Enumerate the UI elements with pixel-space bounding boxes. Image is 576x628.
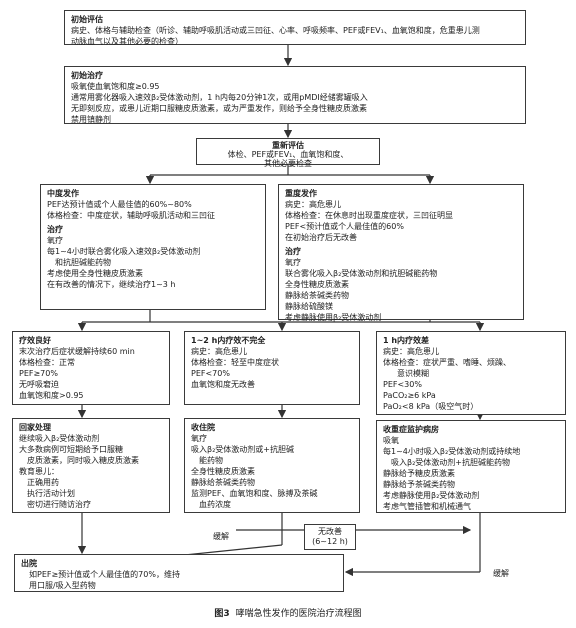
icu-admission-line: 吸氧 xyxy=(383,436,399,445)
severe-attack-line: 在初始治疗后无改善 xyxy=(285,233,357,242)
no-improvement-text: 无改善 xyxy=(318,527,342,536)
moderate-attack-line: 体格检查：中度症状，辅助呼吸肌活动和三凹征 xyxy=(47,211,215,220)
severe-treatment-line: 静脉给硫酸镁 xyxy=(285,302,333,311)
initial-assessment-line: 动脉血气以及其他必要的检查） xyxy=(71,37,183,46)
initial-assessment-title: 初始评估 xyxy=(71,15,103,24)
admit-hospital-line: 氧疗 xyxy=(191,434,207,443)
initial-treatment-line: 通常用雾化器吸入速效β₂受体激动剂，1 h内每20分钟1次，或用pMDI经储雾罐… xyxy=(71,93,368,102)
poor-response-box: 1 h内疗效差 病史：高危患儿 体格检查：症状严重、嗜睡、烦躁、 意识模糊 PE… xyxy=(376,331,566,415)
severe-attack-line: PEF<预计值或个人最佳值的60% xyxy=(285,222,404,231)
figure-caption: 图3 哮喘急性发作的医院治疗流程图 xyxy=(0,606,576,619)
admit-hospital-line: 静脉给茶碱类药物 xyxy=(191,478,255,487)
icu-admission-line: 静脉给予茶碱类药物 xyxy=(383,480,455,489)
severe-treatment-line: 联合雾化吸入β₂受体激动剂和抗胆碱能药物 xyxy=(285,269,438,278)
icu-admission-line: 考虑静脉使用β₂受体激动剂 xyxy=(383,491,480,500)
moderate-attack-box: 中度发作 PEF达预计值或个人最佳值的60%~80% 体格检查：中度症状，辅助呼… xyxy=(40,184,266,310)
home-care-line: 皮质激素，同时吸入糖皮质激素 xyxy=(27,456,139,465)
moderate-treatment-title: 治疗 xyxy=(47,225,63,234)
improvement-label-right: 缓解 xyxy=(488,568,514,579)
admit-hospital-line: 吸入β₂受体激动剂或+抗胆碱 xyxy=(191,445,295,454)
home-care-line: 密切进行随访治疗 xyxy=(27,500,91,509)
admit-hospital-box: 收住院 氧疗 吸入β₂受体激动剂或+抗胆碱 能药物 全身性糖皮质激素 静脉给茶碱… xyxy=(184,418,360,513)
poor-response-line: 病史：高危患儿 xyxy=(383,347,439,356)
initial-treatment-line: 禁用镇静剂 xyxy=(71,115,111,124)
severe-treatment-line: 静脉给茶碱类药物 xyxy=(285,291,349,300)
discharge-line: 如PEF≥预计值或个人最佳值的70%，维持 xyxy=(29,570,180,579)
poor-response-line: PaO₂<8 kPa（吸空气时） xyxy=(383,402,479,411)
improvement-label-left: 缓解 xyxy=(208,531,234,542)
severe-treatment-title: 治疗 xyxy=(285,247,301,256)
initial-treatment-line: 无即刻反应，或患儿近期口服糖皮质激素，或为严重发作，则给予全身性糖皮质激素 xyxy=(71,104,367,113)
home-care-line: 执行活动计划 xyxy=(27,489,75,498)
figure-caption-text: 哮喘急性发作的医院治疗流程图 xyxy=(235,609,362,619)
admit-hospital-title: 收住院 xyxy=(191,423,215,432)
icu-admission-line: 吸入β₂受体激动剂+抗胆碱能药物 xyxy=(391,458,511,467)
home-care-line: 大多数病例可短期给予口服糖 xyxy=(19,445,123,454)
discharge-line: 用口服/吸入型药物 xyxy=(29,581,96,590)
incomplete-response-line: 病史：高危患儿 xyxy=(191,347,247,356)
initial-treatment-box: 初始治疗 吸氧使血氧饱和度≥0.95 通常用雾化器吸入速效β₂受体激动剂，1 h… xyxy=(64,66,526,124)
moderate-attack-title: 中度发作 xyxy=(47,189,79,198)
severe-attack-line: 病史：高危患儿 xyxy=(285,200,341,209)
admit-hospital-line: 全身性糖皮质激素 xyxy=(191,467,255,476)
moderate-treatment-line: 每1~4小时联合雾化吸入速效β₂受体激动剂 xyxy=(47,247,201,256)
good-response-title: 疗效良好 xyxy=(19,336,51,345)
reassessment-line: 其他必要检查 xyxy=(264,159,312,168)
poor-response-line: PaCO₂≥6 kPa xyxy=(383,391,436,400)
moderate-treatment-line: 和抗胆碱能药物 xyxy=(55,258,111,267)
admit-hospital-line: 血药浓度 xyxy=(199,500,231,509)
initial-treatment-title: 初始治疗 xyxy=(71,71,103,80)
good-response-box: 疗效良好 末次治疗后症状缓解持续60 min 体格检查：正常 PEF≥70% 无… xyxy=(12,331,170,405)
poor-response-line: 体格检查：症状严重、嗜睡、烦躁、 xyxy=(383,358,511,367)
good-response-line: 无呼吸窘迫 xyxy=(19,380,59,389)
severe-attack-title: 重度发作 xyxy=(285,189,317,198)
icu-admission-line: 考虑气管插管和机械通气 xyxy=(383,502,471,511)
icu-admission-box: 收重症监护病房 吸氧 每1~4小时吸入β₂受体激动剂或持续地 吸入β₂受体激动剂… xyxy=(376,420,566,513)
poor-response-title: 1 h内疗效差 xyxy=(383,336,430,345)
severe-attack-box: 重度发作 病史：高危患儿 体格检查：在休息时出现重度症状，三凹征明显 PEF<预… xyxy=(278,184,524,322)
no-improvement-label: 无改善 (6~12 h) xyxy=(304,524,356,550)
icu-admission-title: 收重症监护病房 xyxy=(383,425,439,434)
initial-treatment-line: 吸氧使血氧饱和度≥0.95 xyxy=(71,82,160,91)
good-response-line: 末次治疗后症状缓解持续60 min xyxy=(19,347,135,356)
incomplete-response-line: 体格检查：轻至中度症状 xyxy=(191,358,279,367)
home-care-line: 正确用药 xyxy=(27,478,59,487)
figure-number: 图3 xyxy=(214,609,230,619)
severe-treatment-line: 氧疗 xyxy=(285,258,301,267)
poor-response-line: 意识模糊 xyxy=(397,369,429,378)
incomplete-response-line: 血氧饱和度无改善 xyxy=(191,380,255,389)
home-care-box: 回家处理 继续吸入β₂受体激动剂 大多数病例可短期给予口服糖 皮质激素，同时吸入… xyxy=(12,418,170,513)
reassessment-box: 重新评估 体检、PEF或FEV₁、血氧饱和度、 其他必要检查 xyxy=(196,138,380,168)
no-improvement-time: (6~12 h) xyxy=(312,537,348,546)
discharge-box: 出院 如PEF≥预计值或个人最佳值的70%，维持 用口服/吸入型药物 xyxy=(14,554,344,592)
incomplete-response-line: PEF<70% xyxy=(191,369,230,378)
reassessment-title: 重新评估 xyxy=(272,141,304,150)
good-response-line: 体格检查：正常 xyxy=(19,358,75,367)
moderate-treatment-line: 在有改善的情况下，继续治疗1~3 h xyxy=(47,280,176,289)
admit-hospital-line: 监测PEF、血氧饱和度、脉搏及茶碱 xyxy=(191,489,318,498)
moderate-attack-line: PEF达预计值或个人最佳值的60%~80% xyxy=(47,200,192,209)
moderate-treatment-line: 氧疗 xyxy=(47,236,63,245)
reassessment-line: 体检、PEF或FEV₁、血氧饱和度、 xyxy=(227,150,349,159)
good-response-line: PEF≥70% xyxy=(19,369,58,378)
initial-assessment-line: 病史、体格与辅助检查（听诊、辅助呼吸肌活动或三凹征、心率、呼吸频率、PEF或FE… xyxy=(71,26,480,35)
good-response-line: 血氧饱和度>0.95 xyxy=(19,391,84,400)
poor-response-line: PEF<30% xyxy=(383,380,422,389)
home-care-line: 教育患儿： xyxy=(19,467,59,476)
discharge-title: 出院 xyxy=(21,559,37,568)
severe-attack-line: 体格检查：在休息时出现重度症状，三凹征明显 xyxy=(285,211,453,220)
icu-admission-line: 每1~4小时吸入β₂受体激动剂或持续地 xyxy=(383,447,521,456)
icu-admission-line: 静脉给予糖皮质激素 xyxy=(383,469,455,478)
admit-hospital-line: 能药物 xyxy=(199,456,223,465)
severe-treatment-line: 全身性糖皮质激素 xyxy=(285,280,349,289)
moderate-treatment-line: 考虑使用全身性糖皮质激素 xyxy=(47,269,143,278)
incomplete-response-box: 1~2 h内疗效不完全 病史：高危患儿 体格检查：轻至中度症状 PEF<70% … xyxy=(184,331,360,405)
home-care-title: 回家处理 xyxy=(19,423,51,432)
home-care-line: 继续吸入β₂受体激动剂 xyxy=(19,434,100,443)
incomplete-response-title: 1~2 h内疗效不完全 xyxy=(191,336,266,345)
severe-treatment-line: 考虑静脉使用β₂受体激动剂 xyxy=(285,313,382,322)
initial-assessment-box: 初始评估 病史、体格与辅助检查（听诊、辅助呼吸肌活动或三凹征、心率、呼吸频率、P… xyxy=(64,10,526,46)
